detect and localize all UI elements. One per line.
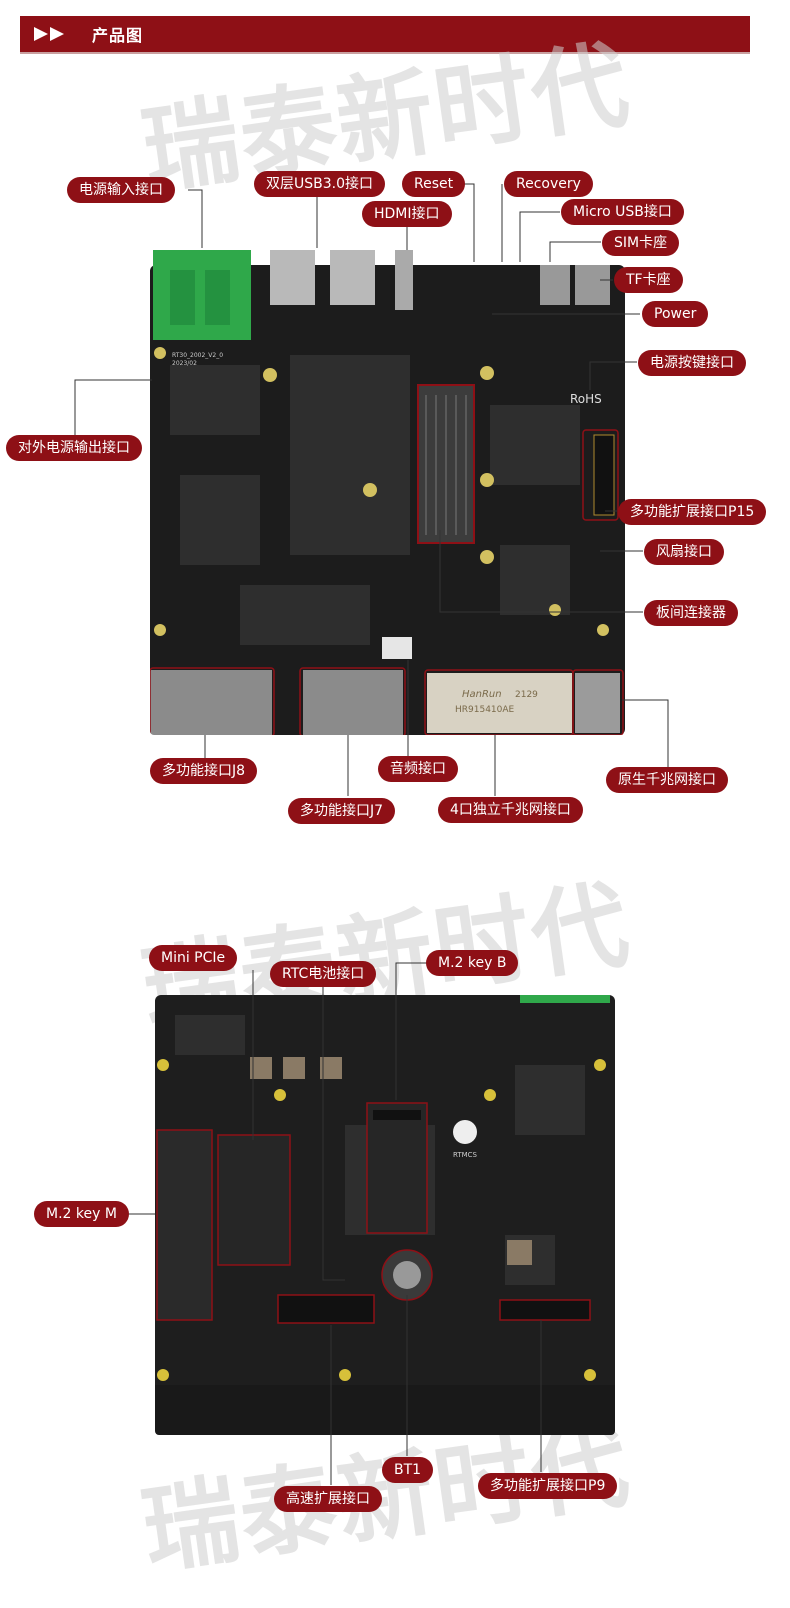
label-ext-power-out: 对外电源输出接口 xyxy=(6,435,142,461)
label-gbe4: 4口独立千兆网接口 xyxy=(438,797,583,823)
label-m2-key-b: M.2 key B xyxy=(426,950,519,976)
rohs-mark: RoHS xyxy=(570,392,602,406)
label-hdmi: HDMI接口 xyxy=(362,201,452,227)
label-rtc: RTC电池接口 xyxy=(270,961,377,987)
hanrun-code: 2129 xyxy=(515,690,538,700)
label-power: Power xyxy=(642,301,709,327)
label-p15: 多功能扩展接口P15 xyxy=(618,499,767,525)
label-j7: 多功能接口J7 xyxy=(288,798,396,824)
rtmcs-logo-text: RTMCS xyxy=(453,1151,478,1159)
label-bt1: BT1 xyxy=(382,1457,434,1483)
hanrun-text: HanRun xyxy=(462,689,502,700)
label-p9: 多功能扩展接口P9 xyxy=(478,1473,618,1499)
label-reset: Reset xyxy=(402,171,466,197)
label-fan: 风扇接口 xyxy=(644,539,724,565)
label-micro-usb: Micro USB接口 xyxy=(561,199,684,225)
section-title: 产品图 xyxy=(92,26,144,45)
board-model-text: RT30_2002_V2_0 xyxy=(172,352,223,359)
board-date-text: 2023/02 xyxy=(172,360,197,367)
label-high-speed-ext: 高速扩展接口 xyxy=(274,1486,382,1512)
hanrun-model: HR915410AE xyxy=(455,705,515,715)
double-arrow-icon xyxy=(34,27,64,41)
label-j8: 多功能接口J8 xyxy=(150,758,258,784)
label-usb30: 双层USB3.0接口 xyxy=(254,171,386,197)
label-gbe-native: 原生千兆网接口 xyxy=(606,767,728,793)
board-top-image: RoHS RT30_2002_V2_0 2023/02 HanRun 2129 … xyxy=(150,245,625,735)
label-power-input: 电源输入接口 xyxy=(67,177,175,203)
label-audio: 音频接口 xyxy=(378,756,458,782)
label-mini-pcie: Mini PCIe xyxy=(149,945,238,971)
label-tf: TF卡座 xyxy=(614,267,683,293)
label-m2-key-m: M.2 key M xyxy=(34,1201,129,1227)
label-power-button: 电源按键接口 xyxy=(638,350,746,376)
label-recovery: Recovery xyxy=(504,171,593,197)
label-sim: SIM卡座 xyxy=(602,230,680,256)
section-header: 产品图 xyxy=(20,16,750,52)
label-board-connector: 板间连接器 xyxy=(644,600,738,626)
board-bottom-image: RTMCS xyxy=(155,995,615,1435)
